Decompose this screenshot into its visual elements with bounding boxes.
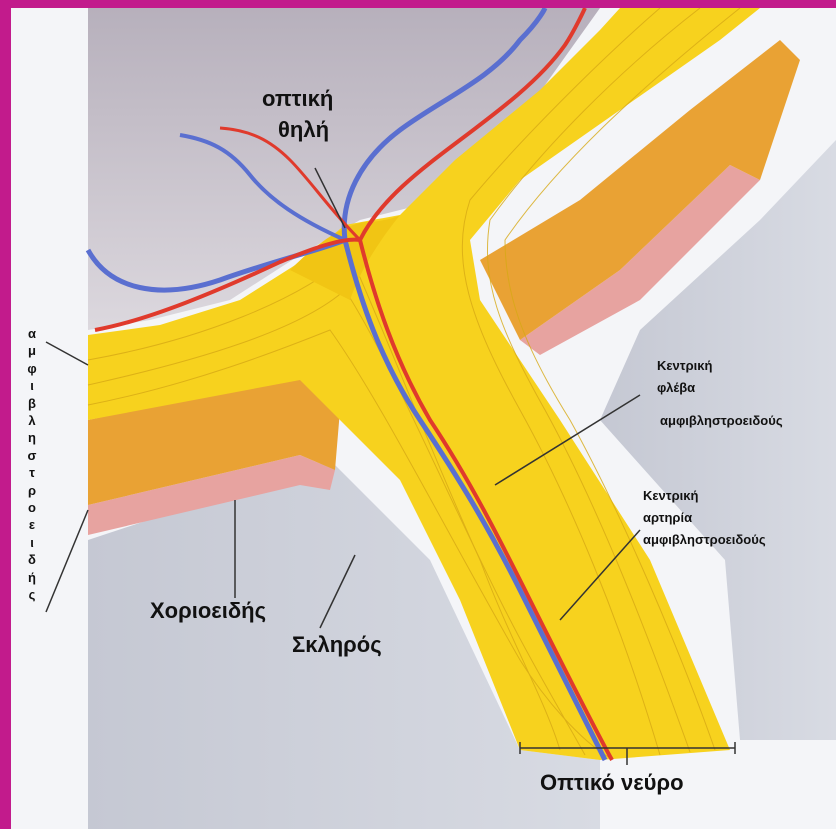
label-optic-nerve: Οπτικό νεύρο [540,770,684,796]
label-choroid: Χοριοειδής [150,598,266,624]
label-optic-disc-line2: θηλή [278,116,329,144]
label-sclera: Σκληρός [292,632,382,658]
label-central-vein-line3: αμφιβληστροειδούς [660,413,783,428]
label-central-artery-line2: αρτηρία [643,510,692,525]
label-central-vein-line2: φλέβα [657,380,695,395]
label-optic-disc-line1: οπτική [262,85,333,113]
label-retina-vertical: α μ φ ι β λ η σ τ ρ ο ε ι δ ή ς [25,325,39,604]
label-central-vein-line1: Κεντρική [657,358,712,373]
label-central-artery-line1: Κεντρική [643,488,698,503]
label-central-artery-line3: αμφιβληστροειδούς [643,532,766,547]
